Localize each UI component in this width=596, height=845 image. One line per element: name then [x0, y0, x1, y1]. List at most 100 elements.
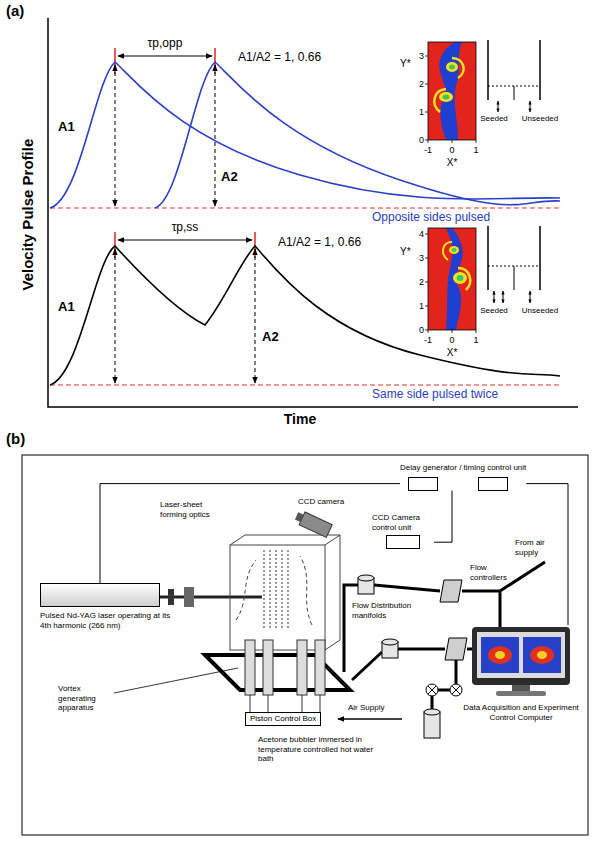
tick-label: 1: [419, 301, 424, 311]
piston-cylinder: [250, 695, 320, 712]
air-line: [344, 585, 358, 672]
tick-label: 1: [473, 145, 478, 155]
contour-plot: [457, 275, 464, 281]
leader-line: [114, 668, 238, 693]
air-line: [352, 652, 382, 680]
contour-plot: [453, 272, 467, 284]
contour-plot: [428, 42, 476, 140]
component-label: Acetone bubbler immersed in temperature …: [258, 735, 383, 764]
piston-motion-arrow: [503, 291, 504, 303]
curve-label: Opposite sides pulsed: [372, 211, 490, 225]
laser-optics: [184, 587, 194, 607]
axis-title: Velocity Pulse Profile: [19, 139, 36, 291]
contour-plot: [425, 234, 476, 333]
channel-schematic: [539, 226, 541, 290]
piston-motion-arrow: [530, 101, 531, 112]
vortex-base: [205, 655, 350, 690]
amplitude-arrow: [115, 65, 116, 206]
component-label: Flow controllers: [470, 563, 516, 582]
channel-schematic: [488, 40, 540, 290]
air-line: [398, 648, 445, 651]
contour-plot: [439, 92, 453, 102]
tick-label: 0: [419, 325, 424, 335]
component-label: CCD camera: [298, 497, 344, 507]
tick-label: 0: [449, 335, 454, 345]
flow-controller: [445, 638, 467, 660]
computer-icon: [466, 625, 580, 703]
piston-motion-arrow: [494, 101, 530, 303]
component-label: From air supply: [515, 538, 553, 557]
test-chamber: [230, 535, 340, 650]
tick-label: 3: [419, 253, 424, 263]
timing-unit-box: [408, 477, 438, 491]
amplitude-label: A2: [262, 330, 279, 345]
ccd-camera: [299, 512, 332, 537]
piston-cylinder: [245, 640, 325, 712]
ccd-camera: [295, 512, 304, 522]
laser-sheet: [288, 550, 289, 630]
baseline: [50, 207, 560, 208]
region-label: Unseeded: [522, 306, 558, 315]
baseline: [50, 384, 560, 385]
peak-marker: [114, 232, 116, 258]
camera-control-unit: CCD Camera control unit: [372, 513, 434, 549]
axis-label: Y*: [400, 58, 411, 70]
amplitude-arrow: [215, 65, 216, 206]
channel-schematic: [539, 40, 541, 100]
control-unit-box: [386, 535, 420, 549]
manifold-cylinder: [358, 575, 374, 581]
piston-control-box: Piston Control Box: [245, 712, 321, 726]
acetone-bubbler: [424, 712, 440, 738]
plot-axes: [48, 18, 578, 407]
contour-plot: [425, 228, 476, 333]
contour-plot: [452, 248, 457, 252]
piston-motion-arrow: [530, 291, 531, 303]
laser-label-wrap: Pulsed Nd-YAG laser operating at its 4th…: [40, 611, 180, 630]
figure-frame: [22, 455, 588, 835]
tick-label: 3: [419, 51, 424, 61]
signal-cable: [100, 484, 400, 583]
timing-unit-row: [400, 477, 526, 491]
test-chamber: [230, 535, 340, 650]
laser-unit: Pulsed Nd-YAG laser operating at its 4th…: [40, 583, 180, 630]
manifold-cylinder: [382, 639, 398, 645]
axis-label: Y*: [400, 246, 411, 258]
air-supply-arrow: [338, 719, 402, 720]
node-label: Piston Control Box: [250, 714, 316, 724]
component-label: Flow Distribution manifolds: [352, 601, 432, 620]
leader-line: [114, 668, 238, 693]
baseline: [50, 208, 560, 385]
test-chamber: [230, 545, 325, 650]
contour-plot: [439, 42, 462, 140]
amplitude-ratio: A1/A2 = 1, 0.66: [278, 236, 361, 250]
laser-sheet: [264, 550, 288, 630]
piston-motion-arrow: [494, 291, 495, 303]
velocity-curve: [50, 62, 560, 208]
air-line: [455, 660, 458, 684]
timing-control-unit: Delay generator / timing control unit: [400, 463, 526, 491]
acetone-bubbler: [424, 709, 440, 715]
panel-label: (a): [6, 2, 24, 19]
axis-label: X*: [447, 157, 458, 169]
amplitude-ratio: A1/A2 = 1, 0.66: [238, 51, 321, 65]
signal-cable: [434, 491, 452, 543]
acetone-bubbler: [424, 709, 440, 738]
computer-monitor: [466, 625, 576, 699]
tick-label: 0: [419, 135, 424, 145]
laser-sheet: [276, 550, 277, 630]
laser-optics: [160, 587, 262, 607]
contour-plot: [428, 228, 476, 330]
flow-controller: [440, 580, 462, 602]
period-arrow: [118, 56, 212, 57]
period-label: τp,ss: [172, 221, 199, 235]
contour-plot: [449, 65, 455, 70]
amplitude-arrow: [255, 249, 256, 383]
tick-label: 2: [419, 277, 424, 287]
contour-plot: [428, 228, 476, 330]
valve: [426, 684, 462, 696]
tick-label: 1: [419, 107, 424, 117]
laser-optics: [168, 589, 174, 605]
axis-title: Time: [284, 411, 316, 427]
contour-plot: [425, 56, 476, 143]
tick-label: 1: [473, 335, 478, 345]
